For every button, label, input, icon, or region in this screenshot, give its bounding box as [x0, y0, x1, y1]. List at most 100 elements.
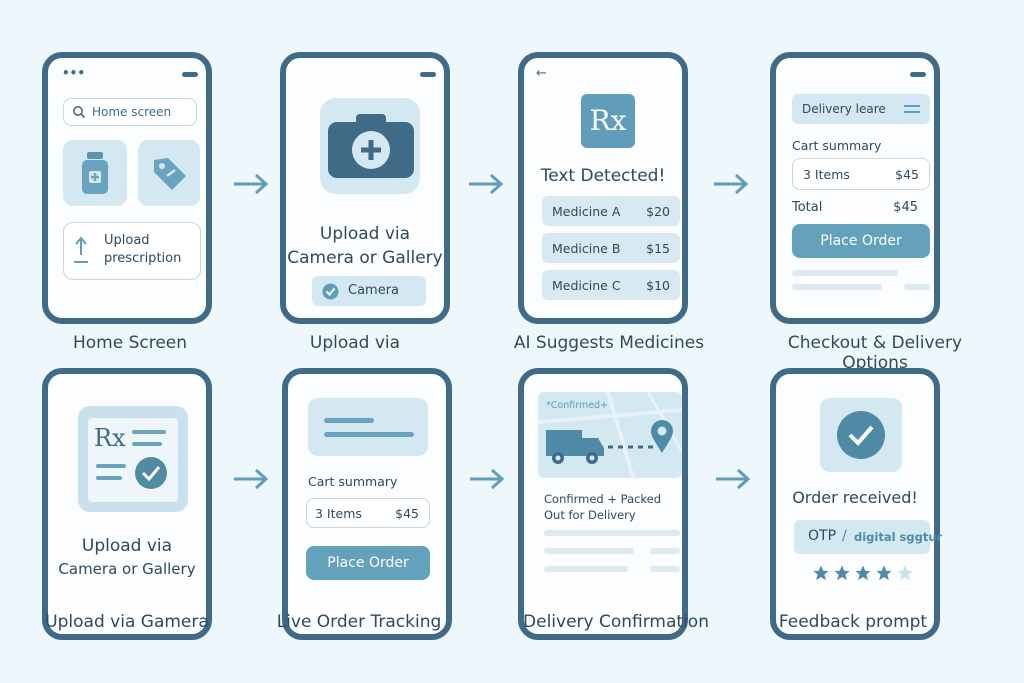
rx-symbol: Rx: [589, 104, 627, 137]
placeholder-line: [544, 566, 628, 572]
phone-checkout: Delivery leare Cart summary 3 Items $45 …: [770, 52, 940, 324]
medicine-name: Medicine A: [552, 204, 621, 219]
text-detected-title: Text Detected!: [540, 166, 666, 186]
check-circle-icon: [322, 283, 339, 300]
status-bar-icon: [420, 72, 436, 77]
text-line: [324, 418, 374, 423]
placeholder-line: [650, 566, 680, 572]
otp-field[interactable]: OTP / digital sggtur: [794, 520, 942, 554]
tag-icon: [154, 158, 186, 190]
cart-items-row[interactable]: 3 Items $45: [792, 158, 930, 190]
star-icon[interactable]: [812, 564, 830, 582]
caption-order-tracking: Live Order Tracking: [276, 612, 442, 632]
route-line: [608, 445, 654, 449]
caption-upload-via: Upload via: [309, 333, 401, 353]
camera-option-label: Camera: [348, 283, 400, 298]
otp-separator: /: [842, 528, 847, 544]
menu-dots-icon[interactable]: •••: [62, 66, 86, 80]
flow-arrow-icon: [234, 173, 269, 195]
location-pin-icon: [651, 420, 673, 453]
caption-delivery-confirmation: Delivery Confirmation: [523, 612, 709, 632]
cart-summary-label: Cart summary: [308, 474, 398, 489]
flow-arrow-icon: [714, 173, 749, 195]
status-line-1: Confirmed + Packed: [544, 492, 662, 506]
delivery-map[interactable]: *Confirmed+: [538, 392, 682, 478]
placeholder-line: [792, 284, 882, 290]
star-icon[interactable]: [833, 564, 851, 582]
back-arrow-icon[interactable]: ←: [536, 66, 547, 81]
upload-label: Upload: [104, 233, 150, 248]
medicine-bottle-icon: [82, 152, 108, 194]
search-input[interactable]: Home screen: [63, 98, 197, 126]
place-order-button[interactable]: Place Order: [792, 224, 930, 258]
caption-upload-camera: Upload via Gamera: [45, 612, 209, 632]
phone-ai-suggests: ← Rx Text Detected! Medicine A $20 Medic…: [518, 52, 688, 324]
upload-title-line-1: Upload via: [81, 536, 173, 556]
flow-arrow-icon: [469, 173, 504, 195]
text-line: [96, 464, 126, 468]
medicine-price: $20: [646, 204, 670, 219]
status-bar-icon: [910, 72, 926, 77]
delivery-header-label: Delivery leare: [802, 102, 886, 116]
place-order-button[interactable]: Place Order: [306, 546, 430, 580]
caption-ai-suggests: AI Suggests Medicines: [513, 333, 705, 353]
medicine-name: Medicine C: [552, 278, 621, 293]
upload-arrow-icon: [74, 236, 88, 263]
medicine-category-tile[interactable]: [63, 140, 127, 206]
text-line: [132, 430, 166, 434]
placeholder-line: [792, 270, 898, 276]
delivery-truck-icon: [546, 430, 604, 464]
star-icon[interactable]: [854, 564, 872, 582]
menu-icon: [904, 105, 920, 113]
phone-upload-camera: Rx Upload via Camera or Gallery: [42, 368, 212, 640]
rx-icon: Rx: [581, 94, 635, 148]
medicine-price: $15: [646, 241, 670, 256]
check-circle-icon: [837, 411, 885, 459]
camera-icon: [328, 114, 414, 178]
upload-title-line-1: Upload via: [319, 224, 411, 244]
caption-feedback: Feedback prompt: [778, 612, 928, 632]
success-tile: [820, 398, 902, 472]
camera-tile[interactable]: [320, 98, 420, 194]
total-label: Total: [792, 200, 823, 215]
check-circle-icon: [135, 457, 167, 489]
order-received-title: Order received!: [792, 488, 918, 507]
search-placeholder: Home screen: [92, 105, 172, 119]
placeholder-line: [650, 548, 680, 554]
medicine-row[interactable]: Medicine B $15: [542, 233, 680, 263]
phone-order-tracking: Cart summary 3 Items $45 Place Order: [282, 368, 452, 640]
phone-delivery-confirmation: *Confirmed+ Confirmed + Packed Out for D…: [518, 368, 688, 640]
star-icon[interactable]: [896, 564, 914, 582]
total-price: $45: [893, 200, 918, 215]
camera-option-button[interactable]: Camera: [312, 276, 426, 306]
cart-items-row[interactable]: 3 Items $45: [306, 498, 430, 528]
medicine-row[interactable]: Medicine A $20: [542, 196, 680, 226]
delivery-header[interactable]: Delivery leare: [792, 94, 930, 124]
placeholder-line: [544, 548, 634, 554]
otp-subtext: digital sggtur: [854, 530, 943, 544]
items-count: 3 Items: [803, 167, 850, 182]
search-icon: [73, 106, 86, 119]
rx-symbol: Rx: [94, 424, 126, 452]
medicine-price: $10: [646, 278, 670, 293]
items-count: 3 Items: [315, 506, 362, 521]
flow-arrow-icon: [470, 468, 505, 490]
cart-summary-label: Cart summary: [792, 138, 882, 153]
medicine-row[interactable]: Medicine C $10: [542, 270, 680, 300]
placeholder-line: [544, 530, 680, 536]
order-banner: [308, 398, 428, 456]
placeholder-line: [904, 284, 930, 290]
star-icon[interactable]: [875, 564, 893, 582]
prescription-paper: Rx: [88, 418, 178, 502]
text-line: [324, 432, 414, 437]
star-rating[interactable]: [812, 562, 916, 584]
text-line: [132, 442, 162, 446]
caption-checkout: Checkout & Delivery Options: [787, 333, 963, 373]
flow-arrow-icon: [234, 468, 269, 490]
upload-prescription-card[interactable]: Upload prescription: [63, 222, 201, 280]
text-line: [96, 476, 122, 480]
prescription-tile[interactable]: Rx: [78, 406, 188, 512]
offers-tile[interactable]: [138, 140, 200, 206]
phone-home-screen: ••• Home screen Upload prescripti: [42, 52, 212, 324]
phone-feedback: Order received! OTP / digital sggtur: [770, 368, 942, 640]
